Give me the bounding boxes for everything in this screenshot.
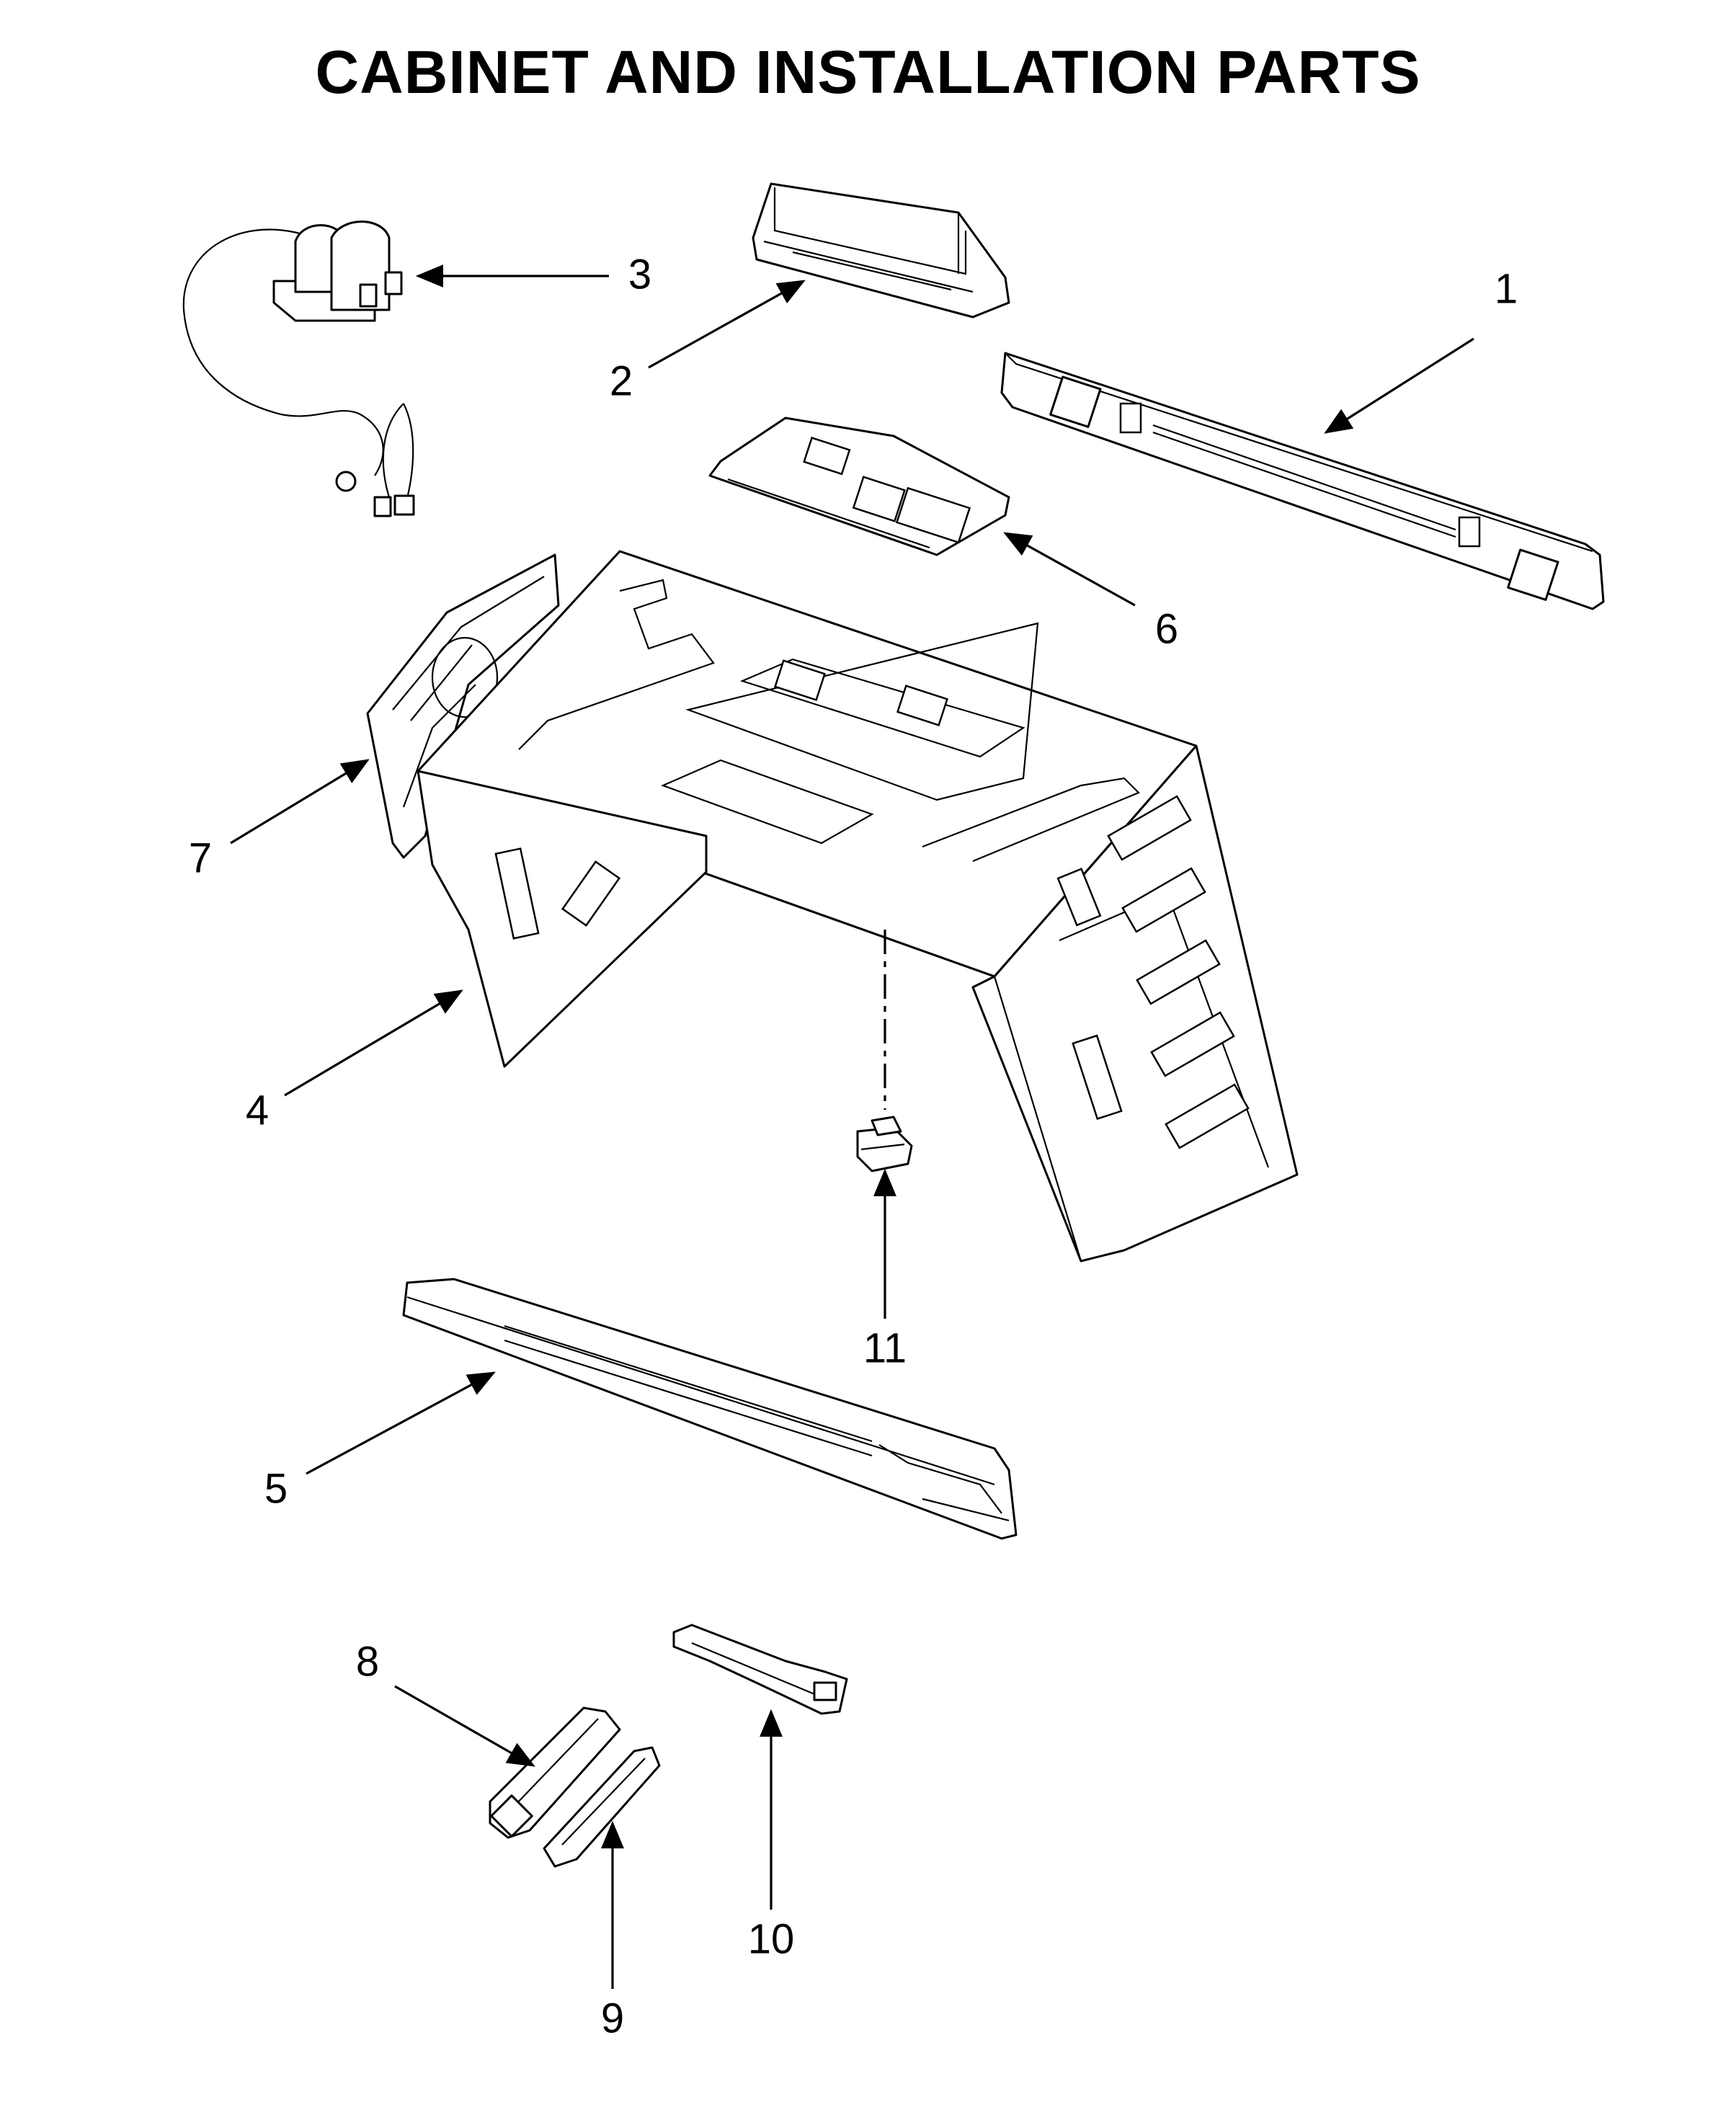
part-10-bracket <box>672 1624 848 1715</box>
plate-window-1 <box>803 436 851 476</box>
plug-prong-2 <box>384 271 403 295</box>
rail-tab-left <box>1119 402 1142 434</box>
top-vent-slot-2 <box>896 685 948 726</box>
leader-6 <box>1003 532 1136 607</box>
plate-window-2 <box>852 476 906 522</box>
leader-4 <box>284 989 463 1097</box>
part-11-clip <box>856 1116 913 1172</box>
part-5-front-grille <box>402 1278 1018 1540</box>
cord-terminal-2 <box>373 496 392 517</box>
diagram-title: CABINET AND INSTALLATION PARTS <box>315 38 1421 106</box>
part-9-latch <box>543 1746 661 1868</box>
duct-fan <box>431 636 499 718</box>
callout-5: 5 <box>264 1465 288 1512</box>
callout-numbers: 1 2 3 6 7 4 11 5 8 10 9 <box>189 251 1518 2042</box>
leader-8 <box>394 1685 535 1767</box>
leader-5 <box>306 1371 496 1475</box>
part-3-power-cord <box>182 221 415 517</box>
leader-lines <box>230 264 1474 1989</box>
latch-end <box>490 1794 533 1838</box>
callout-4: 4 <box>246 1087 269 1134</box>
cabinet-left-side <box>417 770 708 1068</box>
callout-3: 3 <box>628 251 651 298</box>
callout-8: 8 <box>356 1638 379 1685</box>
callout-7: 7 <box>189 834 212 881</box>
leader-1 <box>1324 337 1474 434</box>
cord-terminal-3 <box>393 494 415 516</box>
part-7-side-duct <box>366 553 560 859</box>
plug-prong-1 <box>359 283 378 308</box>
left-slot-1 <box>494 847 540 940</box>
leader-7 <box>230 759 370 845</box>
side-slot-5 <box>1150 1011 1235 1077</box>
callout-10: 10 <box>748 1915 795 1962</box>
side-slot-7 <box>1072 1034 1123 1121</box>
callout-9: 9 <box>601 1995 624 2042</box>
cord-terminal-1 <box>335 471 357 492</box>
part-1-mounting-rail <box>1000 352 1605 610</box>
part-6-bracket-plate <box>708 417 1010 556</box>
top-recess-panel <box>685 622 1039 801</box>
top-vent-slot-1 <box>774 659 826 701</box>
plate-window-3 <box>895 486 971 544</box>
rail-bracket-right <box>1507 548 1559 601</box>
cabinet-right-side <box>417 744 1299 1263</box>
side-slot-1 <box>1056 868 1102 927</box>
part-8-latch <box>489 1706 621 1839</box>
callout-2: 2 <box>610 357 633 404</box>
part-2-top-vent <box>752 182 1010 319</box>
side-slot-3 <box>1121 867 1206 933</box>
leader-2 <box>648 280 806 369</box>
side-slot-4 <box>1136 939 1221 1005</box>
top-large-window <box>661 759 874 845</box>
callout-11: 11 <box>863 1325 907 1371</box>
left-slot-2 <box>561 860 621 927</box>
rail-tab-right <box>1458 516 1481 548</box>
side-slot-6 <box>1165 1083 1250 1149</box>
part-4-cabinet <box>417 550 1299 1263</box>
bracket-tab <box>813 1681 837 1701</box>
callout-6: 6 <box>1155 605 1178 652</box>
rail-bracket-left <box>1049 375 1102 428</box>
callout-1: 1 <box>1495 265 1518 312</box>
side-slot-2 <box>1107 795 1192 861</box>
